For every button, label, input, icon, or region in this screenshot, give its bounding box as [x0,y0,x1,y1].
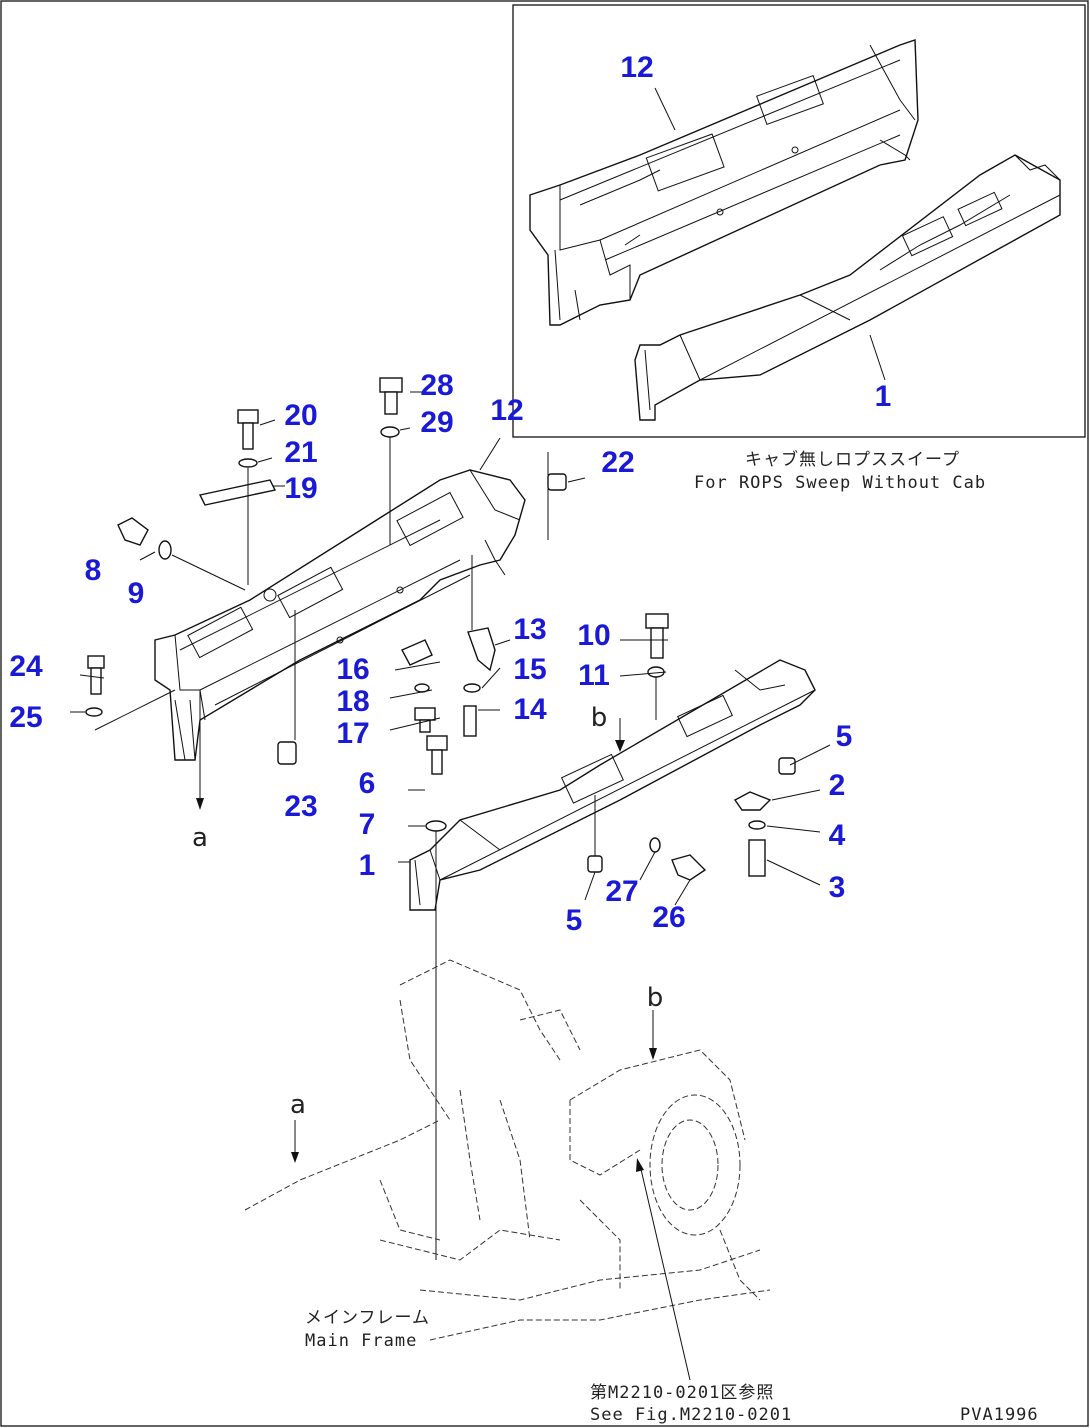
inset-caption-en: For ROPS Sweep Without Cab [694,473,987,493]
callout-15: 15 [513,653,547,686]
callout-4: 4 [828,819,846,852]
callout-10: 10 [577,619,611,652]
callout-13: 13 [513,613,547,646]
callout-7: 7 [358,808,376,841]
drawing-code: PVA1996 [960,1405,1039,1425]
hardware [85,377,796,881]
main-upper-sweep [154,469,526,761]
see-ref-jp: 第M2210-0201区参照 [590,1383,775,1403]
callout-19: 19 [284,472,318,505]
callout-2: 2 [828,769,846,802]
callout-12-main: 12 [490,394,524,427]
mainframe-caption-en: Main Frame [305,1331,418,1351]
callout-29: 29 [420,406,454,439]
callout-16: 16 [336,653,370,686]
ref-a-top: a [192,823,208,853]
callout-23: 23 [284,790,318,823]
inset-lower-sweep [634,154,1061,421]
callout-22: 22 [601,446,635,479]
callout-27: 27 [605,875,639,908]
callout-12-inset: 12 [620,51,654,84]
callout-1-main: 1 [358,849,376,882]
ref-b-top: b [590,703,608,733]
callout-6: 6 [358,767,376,800]
inset-border [512,4,1086,438]
main-lower-sweep [409,659,816,911]
callout-24: 24 [9,650,43,683]
main-frame [244,959,771,1381]
callout-20: 20 [284,399,318,432]
callout-21: 21 [284,436,318,469]
callout-5-top: 5 [835,720,853,753]
callout-26: 26 [652,901,686,934]
callout-3: 3 [828,871,846,904]
callout-8: 8 [84,554,102,587]
callout-5-bottom: 5 [565,904,583,937]
callout-14: 14 [513,693,547,726]
see-ref-en: See Fig.M2210-0201 [590,1405,793,1425]
callout-1-inset: 1 [874,380,892,413]
callout-9: 9 [127,577,145,610]
inset-upper-sweep [529,39,919,326]
callout-18: 18 [336,685,370,718]
callout-25: 25 [9,701,43,734]
callout-17: 17 [336,717,370,750]
leader-lines [70,391,831,1260]
ref-a-bottom: a [290,1090,306,1120]
ref-b-bottom: b [646,983,664,1013]
callout-28: 28 [420,369,454,402]
mainframe-caption-jp: メインフレーム [305,1308,430,1328]
callout-11: 11 [578,659,610,692]
inset-caption-jp: キャブ無しロプススイープ [745,450,960,470]
